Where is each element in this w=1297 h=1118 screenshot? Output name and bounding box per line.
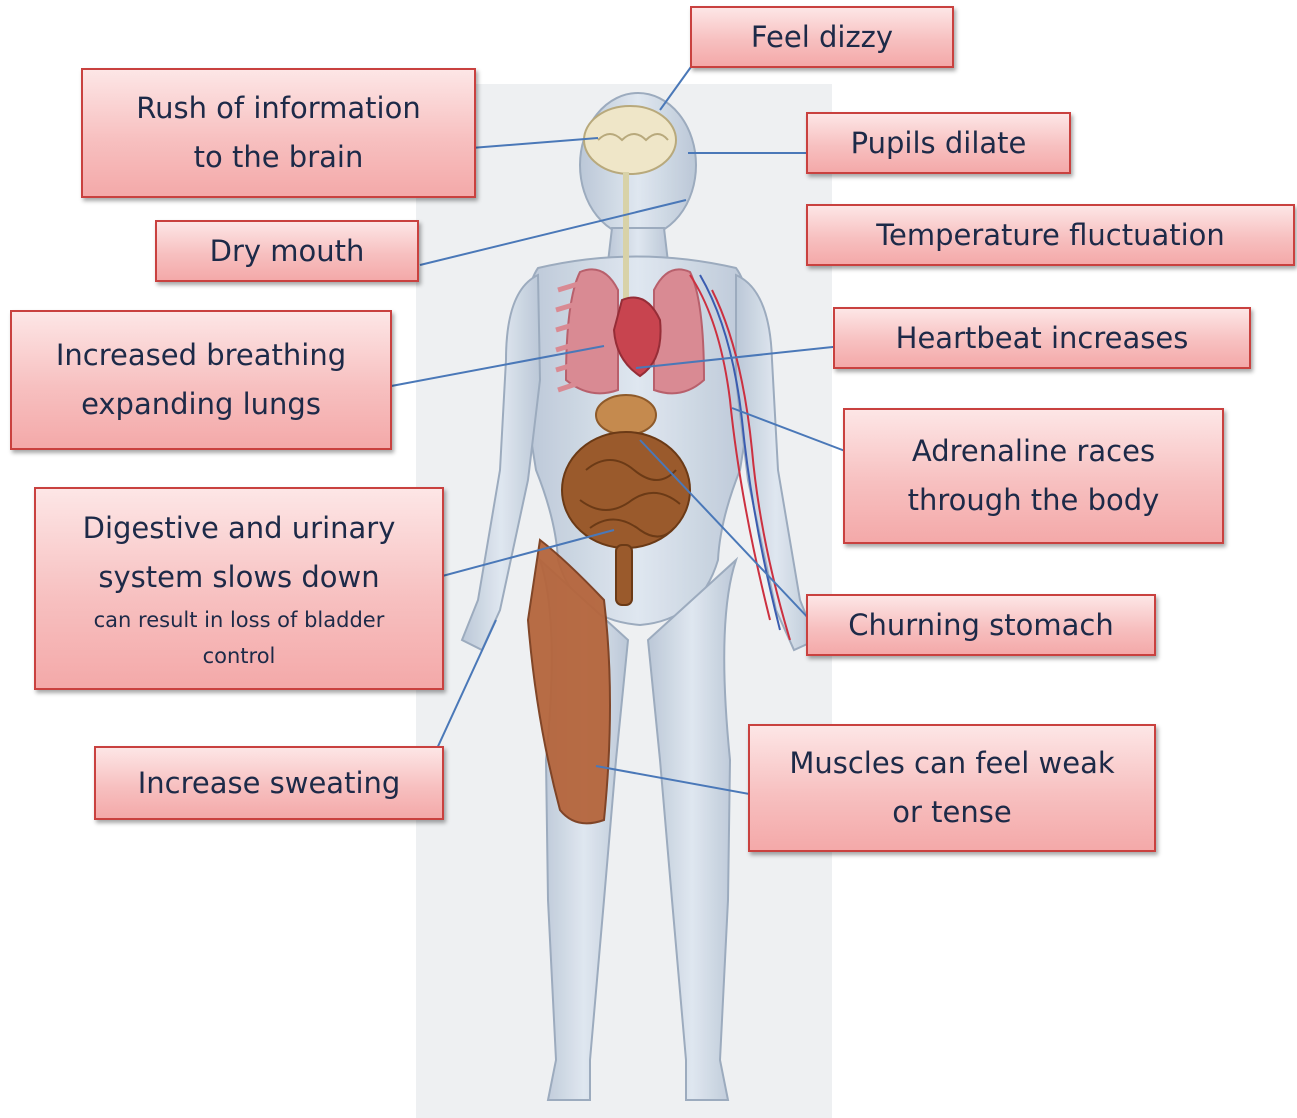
- label-heartbeat-increases: Heartbeat increases: [833, 307, 1251, 369]
- label-muscles-line2: or tense: [892, 788, 1011, 837]
- label-rush-line2: to the brain: [194, 133, 364, 182]
- brain-shape: [584, 106, 676, 174]
- label-feel-dizzy-text: Feel dizzy: [751, 13, 893, 62]
- label-digestive-line2: system slows down: [98, 553, 379, 602]
- label-rush-of-information: Rush of information to the brain: [81, 68, 476, 198]
- label-temperature-fluctuation: Temperature fluctuation: [806, 204, 1295, 266]
- label-churning-stomach: Churning stomach: [806, 594, 1156, 656]
- label-churning-stomach-text: Churning stomach: [848, 601, 1113, 650]
- label-dry-mouth: Dry mouth: [155, 220, 419, 282]
- label-rush-line1: Rush of information: [136, 84, 420, 133]
- label-adrenaline-line1: Adrenaline races: [912, 427, 1155, 476]
- label-digestive-sub2: control: [203, 638, 276, 674]
- label-adrenaline-line2: through the body: [908, 476, 1160, 525]
- label-breathing-line1: Increased breathing: [56, 331, 346, 380]
- label-increased-breathing: Increased breathing expanding lungs: [10, 310, 392, 450]
- label-digestive-line1: Digestive and urinary: [83, 504, 396, 553]
- label-digestive-sub1: can result in loss of bladder: [94, 602, 385, 638]
- label-adrenaline: Adrenaline races through the body: [843, 408, 1224, 544]
- label-temperature-text: Temperature fluctuation: [876, 211, 1225, 260]
- label-feel-dizzy: Feel dizzy: [690, 6, 954, 68]
- body-silhouette: [462, 93, 816, 1100]
- label-sweating-text: Increase sweating: [138, 759, 401, 808]
- label-heartbeat-text: Heartbeat increases: [896, 314, 1189, 363]
- label-increase-sweating: Increase sweating: [94, 746, 444, 820]
- label-breathing-line2: expanding lungs: [81, 380, 321, 429]
- label-digestive-urinary: Digestive and urinary system slows down …: [34, 487, 444, 690]
- label-muscles: Muscles can feel weak or tense: [748, 724, 1156, 852]
- label-pupils-dilate-text: Pupils dilate: [851, 119, 1027, 168]
- label-muscles-line1: Muscles can feel weak: [789, 739, 1114, 788]
- label-pupils-dilate: Pupils dilate: [806, 112, 1071, 174]
- stomach-shape: [596, 395, 656, 435]
- label-dry-mouth-text: Dry mouth: [210, 227, 365, 276]
